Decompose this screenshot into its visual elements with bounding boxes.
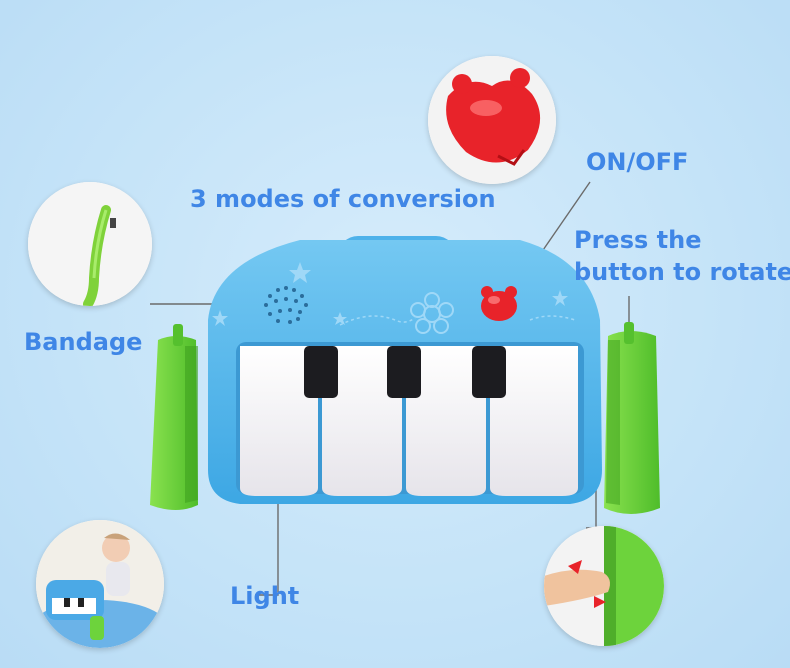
right-side-piece	[604, 322, 660, 514]
detail-circle-red-button	[428, 56, 556, 184]
star-decor	[212, 262, 568, 326]
label-light: Light	[230, 582, 300, 610]
piano-keys	[236, 342, 584, 496]
leader-onoff	[540, 181, 591, 254]
label-modes-of-conversion: 3 modes of conversion	[190, 185, 496, 213]
label-bandage: Bandage	[24, 328, 143, 356]
label-button-to-rotate: button to rotate	[574, 258, 790, 286]
detail-circle-rotate	[544, 526, 664, 646]
leader-light	[255, 467, 279, 596]
speaker-grille	[264, 286, 308, 324]
detail-circle-baby	[36, 520, 164, 648]
label-press-the: Press the	[574, 226, 702, 254]
detail-circle-bandage	[28, 182, 152, 306]
red-button	[481, 286, 517, 321]
label-on-off: ON/OFF	[586, 148, 689, 176]
left-side-piece	[150, 324, 198, 510]
flower-decor	[410, 292, 454, 334]
